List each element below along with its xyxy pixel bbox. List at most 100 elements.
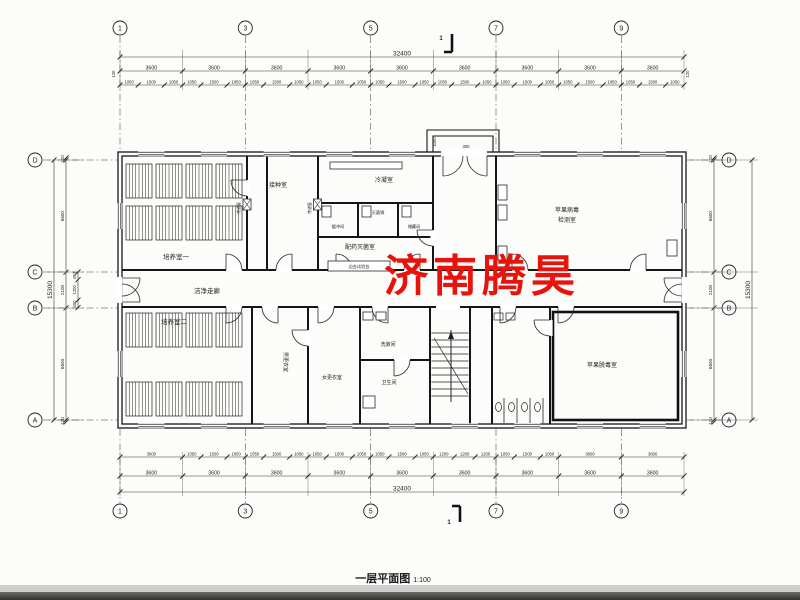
room-label-pass-window-2: 传递窗 <box>307 202 312 214</box>
dim-label: 3600 <box>208 65 220 71</box>
dim-label: 6600 <box>708 211 713 222</box>
dim-label: 1050 <box>169 79 179 84</box>
dim-tick <box>75 304 81 311</box>
dim-label: 6600 <box>60 211 65 222</box>
dim-label: 32400 <box>393 485 411 492</box>
dim-label: 1050 <box>420 451 430 456</box>
dim-label: 3600 <box>146 65 158 71</box>
axis-number: 3 <box>243 25 247 32</box>
dim-label: 3600 <box>208 470 220 476</box>
dim-label: 1200 <box>481 451 491 456</box>
axis-circle <box>237 503 253 519</box>
dim-tick <box>386 82 392 88</box>
sink <box>505 312 516 321</box>
dim-tick <box>224 82 230 88</box>
dim-label: 1050 <box>545 451 555 456</box>
dim-label: 1500 <box>523 451 533 456</box>
dim-tick <box>286 82 293 88</box>
dim-label: 1050 <box>500 451 510 456</box>
dim-tick <box>260 454 267 460</box>
drawing-scale: 1:100 <box>413 577 431 584</box>
dim-tick <box>412 454 418 460</box>
dim-label: 3600 <box>146 470 158 476</box>
dim-label: 450 <box>72 300 77 308</box>
axis-circle <box>613 503 629 519</box>
dim-tick <box>711 269 717 276</box>
room-label-virus-test-room-line1: 苹果病毒 <box>555 206 579 214</box>
axis-number: C <box>32 269 37 276</box>
axis-number: D <box>32 157 37 164</box>
axis-number: A <box>33 417 38 424</box>
dim-tick <box>349 82 356 88</box>
dim-label: 1500 <box>209 79 219 84</box>
dim-tick <box>448 82 455 88</box>
dim-label: 1050 <box>563 79 573 84</box>
dim-label: 1050 <box>312 79 322 84</box>
dim-label: 3600 <box>459 470 471 476</box>
dim-label: 1050 <box>187 79 197 84</box>
axis-number: B <box>727 305 732 312</box>
dim-label: 1500 <box>147 79 157 84</box>
room-label-women-changing-room: 女更衣室 <box>322 374 342 381</box>
detox-room-walls <box>551 310 680 422</box>
dim-label: 3600 <box>647 470 659 476</box>
axis-number: 9 <box>619 25 623 32</box>
section-marker-lines <box>444 34 462 522</box>
furniture <box>242 161 678 409</box>
dim-label: 3600 <box>459 65 471 71</box>
axis-number: D <box>726 157 731 164</box>
dim-label: 6600 <box>60 358 65 369</box>
dim-label: 1200 <box>460 451 470 456</box>
dim-label: 1200 <box>72 285 77 295</box>
dim-label: 1500 <box>397 451 407 456</box>
wc-fixture <box>521 402 528 412</box>
dim-tick <box>412 82 418 88</box>
dim-label: 3600 <box>334 470 346 476</box>
dim-label: 1050 <box>294 79 304 84</box>
dim-label: 120 <box>60 417 65 425</box>
dim-label: 3600 <box>584 65 596 71</box>
dim-label: 3600 <box>584 470 596 476</box>
dim-label: 1500 <box>209 451 219 456</box>
door-openings <box>115 150 689 363</box>
dim-label: 1500 <box>272 79 282 84</box>
axis-circle <box>237 20 253 36</box>
dim-tick <box>75 297 81 303</box>
dim-label: 1050 <box>375 79 385 84</box>
dim-label: 1500 <box>335 451 345 456</box>
dim-label: 1050 <box>357 451 367 456</box>
axis-circle <box>721 152 737 168</box>
axis-number: 1 <box>118 25 122 32</box>
axis-circle <box>27 264 43 280</box>
dim-label: 1050 <box>438 79 448 84</box>
room-label-men-changing-room: 男更衣室 <box>282 352 289 372</box>
dim-label: 3600 <box>647 65 659 71</box>
dim-tick <box>451 454 458 460</box>
section-number: 1 <box>447 520 451 526</box>
dim-tick <box>537 82 544 88</box>
axis-circle <box>488 20 504 36</box>
room-label-sterilizer: 灭菌锅 <box>372 209 385 216</box>
dim-tick <box>711 155 717 161</box>
dim-label: 120 <box>708 417 713 425</box>
dim-label: 1050 <box>250 79 260 84</box>
room-label-virus-test-room-line2: 检测室 <box>558 216 576 224</box>
dim-label: 1500 <box>397 79 407 84</box>
wc-fixture <box>508 402 515 412</box>
room-label-inoculation-room: 接种室 <box>269 181 287 189</box>
room-label-culture-room-1: 培养室一 <box>163 252 190 261</box>
photo-edge-dark <box>0 592 800 600</box>
dim-tick <box>198 454 204 460</box>
porch-dim: 1000 <box>432 137 437 147</box>
axis-circle <box>112 20 128 36</box>
dim-label: 1050 <box>357 79 367 84</box>
dim-tick <box>323 82 330 88</box>
wc-fixture <box>495 402 502 412</box>
axis-circle <box>613 20 629 36</box>
section-number: 1 <box>439 36 443 42</box>
dim-label: 1500 <box>272 451 282 456</box>
dim-tick <box>260 82 267 88</box>
dim-tick <box>349 454 356 460</box>
dim-label: 120 <box>685 70 690 78</box>
dim-tick <box>75 276 81 283</box>
